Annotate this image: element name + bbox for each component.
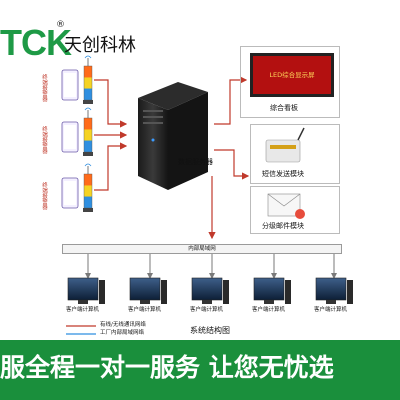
led-screen-text: LED综合显示屏 [269,71,315,79]
mail-module-frame [250,186,340,234]
arrow-device3-to-server [94,142,128,191]
mail-module-label: 分级邮件模块 [262,222,304,230]
promo-banner: 服全程一对一服务 让您无忧选 [0,340,400,400]
computer-label-1: 客户端计算机 [66,307,100,313]
terminal-device-2 [61,107,93,156]
client-computer-icon-1 [67,277,105,304]
legend-lan-label: 工厂内部局域网络 [100,330,145,336]
led-board-frame [240,46,340,118]
lan-label: 内部局域网 [188,246,216,252]
client-computer-icon-4 [253,277,291,304]
led-screen: LED综合显示屏 [250,53,334,97]
lan-bar: 内部局域网 [62,244,342,254]
arrow-device1-to-server [94,79,128,128]
server-tower-icon [138,82,208,190]
terminal-device-3 [61,163,93,212]
computer-label-5: 客户端计算机 [314,307,348,313]
client-computer-icon-3 [191,277,229,304]
sms-module-label: 短信发送模块 [262,170,304,178]
sms-module-frame [250,124,340,184]
board-label: 综合看板 [270,104,298,112]
sms-module-icon [265,127,305,163]
server-label: 数据服务器 [178,158,213,166]
arrow-server-to-led [214,76,248,125]
diagram-title: 系统结构图 [190,326,230,335]
registered-mark: ® [56,20,65,30]
promo-banner-text: 服全程一对一服务 让您无忧选 [0,353,334,382]
legend-wired-label: 有线/无线通讯网络 [100,322,146,328]
terminal-device-1 [61,55,93,104]
computer-label-2: 客户端计算机 [128,307,162,313]
mail-module-icon [267,193,305,219]
client-computer-icon-5 [315,277,353,304]
terminal-label-3: 终端报警器 [41,182,47,210]
computer-label-4: 客户端计算机 [252,307,286,313]
computer-label-3: 客户端计算机 [190,307,224,313]
client-computer-icon-2 [129,277,167,304]
terminal-label-2: 终端报警器 [41,126,47,154]
brand-name: 天创科林 [64,35,136,56]
terminal-label-1: 终端报警器 [41,74,47,102]
arrow-server-to-sms [214,149,250,180]
